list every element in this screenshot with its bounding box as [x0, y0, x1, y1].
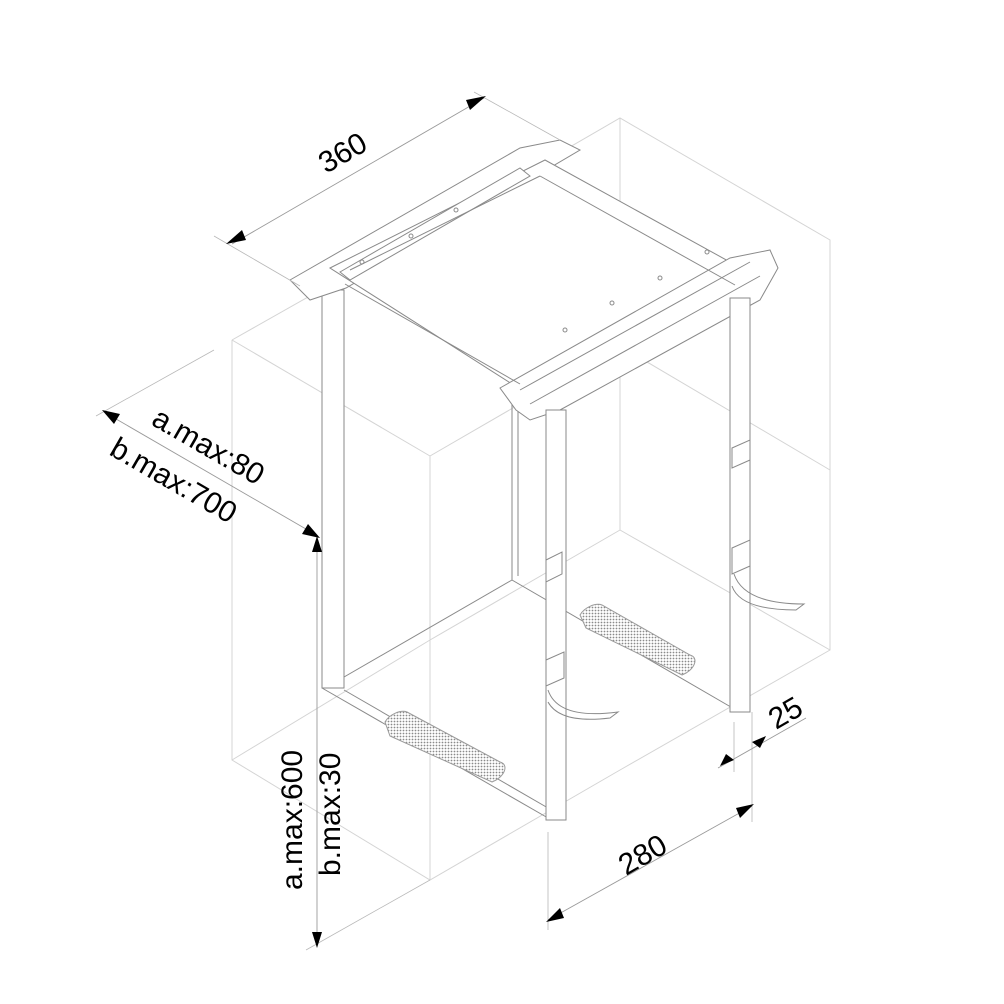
- dim-depth: a.max:80 b.max:700: [95, 349, 320, 538]
- front-strap-column: [545, 297, 806, 821]
- label-280: 280: [613, 828, 673, 882]
- dim-280: 280: [546, 712, 754, 930]
- label-360: 360: [313, 126, 373, 180]
- label-25: 25: [763, 691, 808, 736]
- dim-height: a.max:600 b.max:30: [276, 536, 431, 951]
- top-bracket: [289, 139, 779, 421]
- label-b-max-30: b.max:30: [314, 753, 347, 876]
- label-a-max-600: a.max:600: [276, 750, 309, 890]
- foot-pads: [384, 603, 696, 783]
